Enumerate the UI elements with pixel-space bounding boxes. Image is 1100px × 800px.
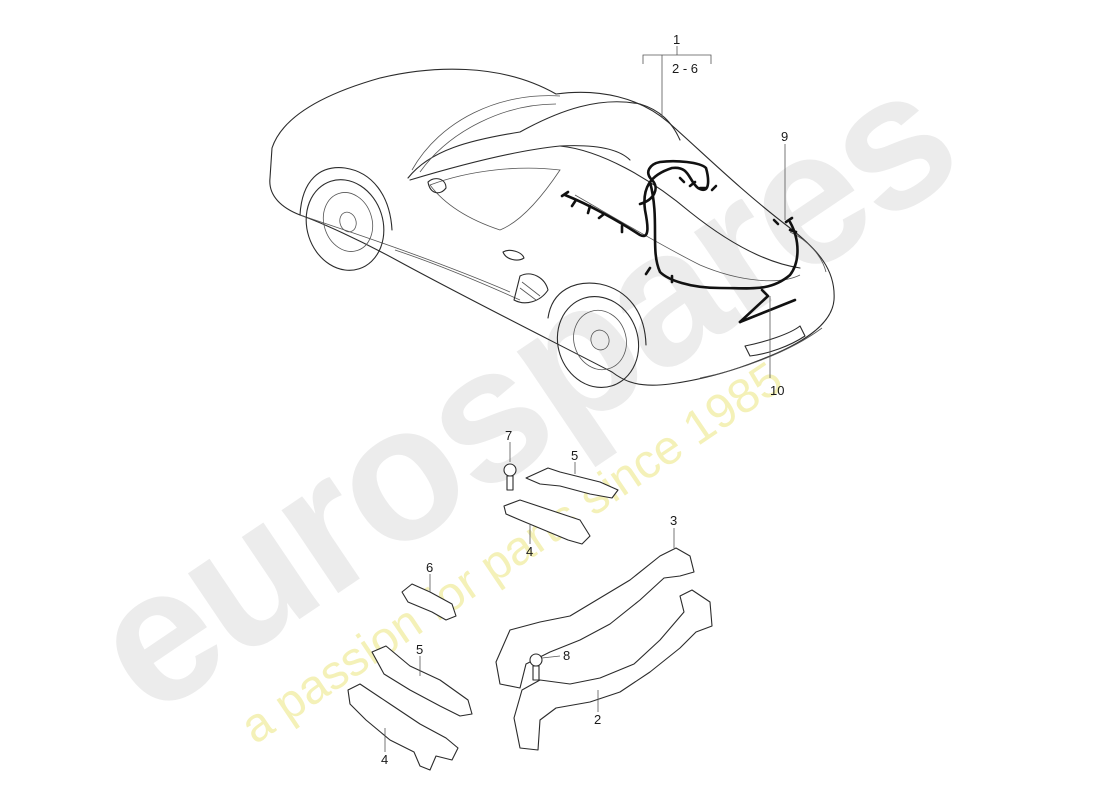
clip-6 bbox=[401, 583, 457, 621]
bolt-8 bbox=[529, 653, 543, 681]
duct-2 bbox=[513, 589, 713, 751]
callout-5-lower: 5 bbox=[416, 642, 423, 657]
callout-3: 3 bbox=[670, 513, 677, 528]
wiring-harness bbox=[560, 159, 799, 324]
front-wheel bbox=[299, 167, 393, 271]
bracket-5-upper bbox=[525, 467, 619, 499]
bracket-5-lower bbox=[371, 645, 473, 717]
callout-10: 10 bbox=[770, 383, 784, 398]
callout-assembly: 1 bbox=[673, 32, 680, 47]
car-illustration bbox=[269, 68, 835, 389]
rail-4-lower bbox=[347, 683, 459, 771]
callout-6: 6 bbox=[426, 560, 433, 575]
callout-4-upper: 4 bbox=[526, 544, 533, 559]
bolt-7 bbox=[503, 463, 517, 491]
callout-assembly-range: 2 - 6 bbox=[672, 61, 698, 76]
callout-9: 9 bbox=[781, 129, 788, 144]
callout-8: 8 bbox=[563, 648, 570, 663]
callout-4-lower: 4 bbox=[381, 752, 388, 767]
rail-4-upper bbox=[503, 499, 591, 545]
leader-lines bbox=[384, 46, 786, 752]
callout-2: 2 bbox=[594, 712, 601, 727]
rear-wheel bbox=[547, 282, 647, 389]
loose-parts bbox=[347, 463, 713, 771]
callout-7: 7 bbox=[505, 428, 512, 443]
callout-5-upper: 5 bbox=[571, 448, 578, 463]
callout-labels: 1 2 - 6 9 10 7 5 4 6 3 8 5 2 4 bbox=[381, 32, 788, 767]
